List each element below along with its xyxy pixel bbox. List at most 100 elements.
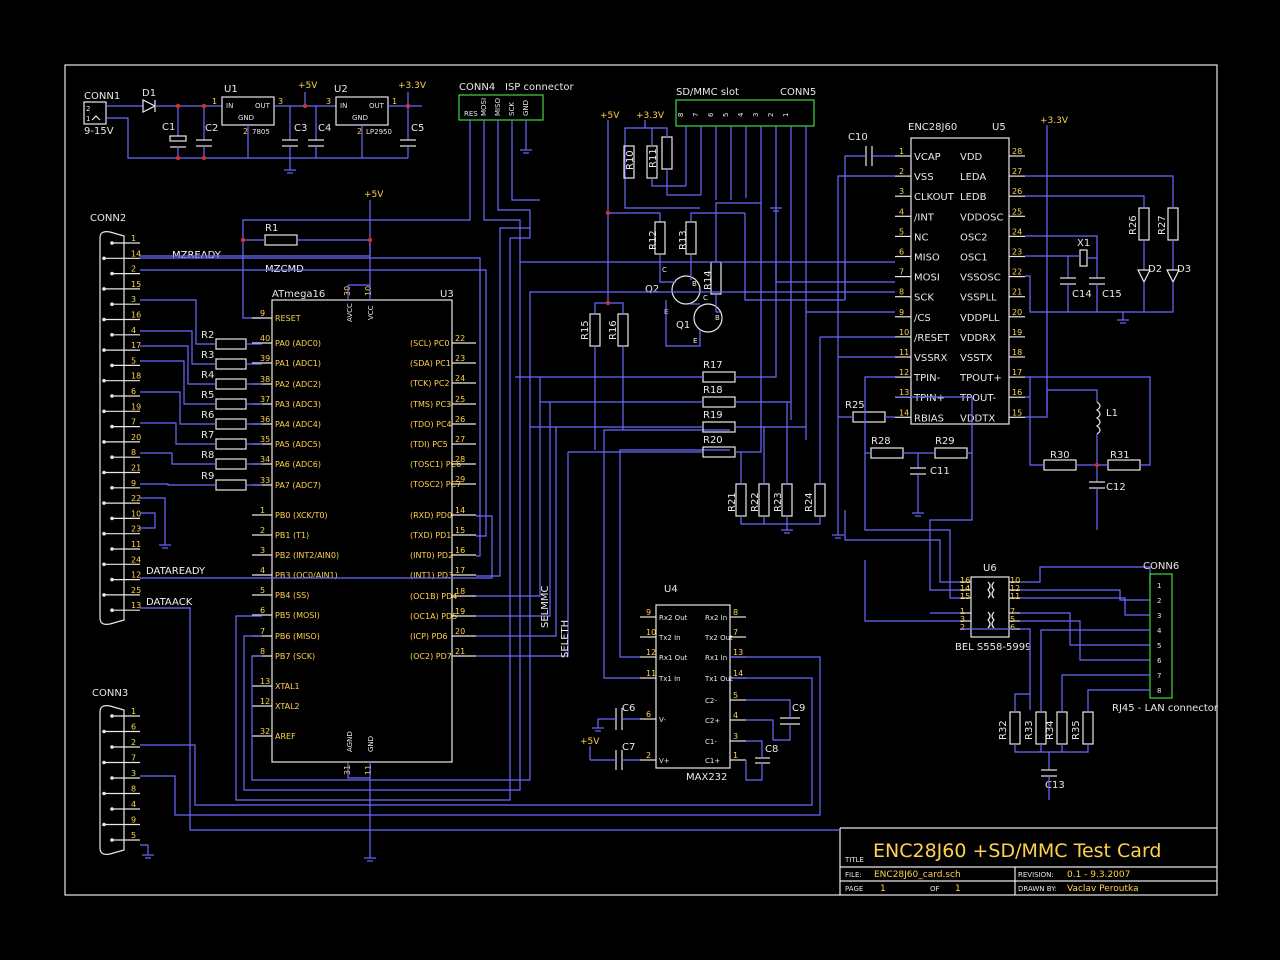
svg-text:R34: R34: [1045, 720, 1056, 740]
drawn-by-value: Vaclav Peroutka: [1067, 884, 1139, 894]
u4-pin-number: 9: [646, 608, 651, 617]
u5-pin-number: 22: [1012, 268, 1022, 277]
u6-pin-number: 16: [960, 576, 970, 585]
conn1-label: CONN1: [84, 91, 120, 102]
u4-pin-label: Rx2 Out: [659, 614, 688, 622]
conn1-voltage: 9-15V: [84, 126, 114, 137]
svg-text:SD/MMC slot: SD/MMC slot: [676, 87, 739, 98]
svg-text:R19: R19: [703, 410, 723, 421]
svg-text:B: B: [715, 314, 720, 322]
u3-pin-label: (TXD) PD1: [410, 531, 451, 540]
ethernet-enc28j60: ENC28J60 U5 1VCAP2VSS3CLKOUT4/INT5NC6MIS…: [832, 116, 1191, 539]
svg-text:OUT: OUT: [369, 102, 385, 110]
conn2-pin-number: 5: [131, 356, 136, 365]
u6-pin-number: 2: [960, 623, 965, 632]
u5-pin-label: VSSPLL: [960, 293, 997, 304]
conn4-body: [458, 94, 544, 121]
conn6-pin-number: 2: [1157, 597, 1161, 605]
u3-pin-label: RESET: [275, 314, 301, 323]
u3-pin-label: PB6 (MISO): [275, 632, 320, 641]
svg-text:7805: 7805: [252, 128, 270, 136]
u5-pin-label: VDDPLL: [960, 313, 1000, 324]
svg-text:R26: R26: [1128, 215, 1139, 235]
svg-text:C12: C12: [1106, 482, 1126, 493]
conn3-pin-number: 8: [131, 785, 136, 794]
svg-text:C8: C8: [765, 744, 778, 755]
u4-pin-label: V-: [659, 716, 666, 724]
u3-pin-label: XTAL1: [275, 682, 300, 691]
u5-pin-label: TPOUT+: [959, 373, 1002, 384]
svg-text:CONN3: CONN3: [92, 688, 128, 699]
svg-text:R25: R25: [845, 400, 865, 411]
u5-pin-number: 8: [899, 288, 904, 297]
u3-pin-number: 21: [455, 647, 465, 656]
u5-pin-number: 13: [899, 388, 909, 397]
u5-pin-label: SCK: [914, 293, 934, 304]
revision-label: REVISION:: [1018, 871, 1054, 879]
conn5-pin-number: 7: [692, 113, 700, 117]
conn3-pin-number: 2: [131, 738, 136, 747]
conn2-pin-number: 3: [131, 295, 136, 304]
svg-text:CONN4: CONN4: [459, 82, 495, 93]
conn3-pin-number: 9: [131, 816, 136, 825]
page-total: 1: [955, 884, 961, 894]
revision-value: 0.1 - 9.3.2007: [1067, 870, 1130, 880]
svg-text:CONN5: CONN5: [780, 87, 816, 98]
u3-pin-number: 22: [455, 334, 465, 343]
svg-text:R27: R27: [1157, 215, 1168, 235]
u4-pin-label: Rx1 In: [705, 654, 727, 662]
svg-text:R35: R35: [1071, 720, 1082, 740]
svg-text:AGND: AGND: [346, 731, 354, 752]
svg-text:C: C: [703, 294, 708, 302]
svg-text:+5V: +5V: [580, 737, 600, 747]
of-label: OF: [930, 885, 940, 893]
svg-text:R13: R13: [678, 230, 689, 250]
diode-d1: [142, 99, 157, 113]
u4-pin-label: C2-: [705, 697, 717, 705]
u4-pin-number: 3: [733, 732, 738, 741]
svg-text:R15: R15: [580, 320, 591, 340]
u5-pin-number: 25: [1012, 207, 1022, 216]
svg-text:1: 1: [86, 115, 90, 123]
u3-pin-label: (OC1A) PD5: [410, 612, 457, 621]
svg-text:R12: R12: [648, 230, 659, 250]
net-seleth: SELETH: [560, 620, 571, 658]
conn6-pin-number: 5: [1157, 642, 1161, 650]
led-d2: [1137, 269, 1151, 284]
u3-pin-label: (TCK) PC2: [410, 379, 450, 388]
svg-text:R24: R24: [804, 492, 815, 512]
svg-text:AVCC: AVCC: [346, 303, 354, 322]
u3-pin-number: 5: [260, 586, 265, 595]
conn5-body: [675, 99, 815, 127]
conn2-pin-number: 7: [131, 418, 136, 427]
conn2-pin-number: 2: [131, 265, 136, 274]
svg-text:RES: RES: [464, 110, 478, 118]
u5-pin-label: VSS: [914, 172, 934, 183]
svg-text:GND: GND: [238, 114, 254, 122]
svg-text:IN: IN: [340, 102, 347, 110]
u5-pin-label: TPOUT-: [959, 393, 997, 404]
net-dataready: DATAREADY: [146, 566, 206, 577]
u5-pin-label: LEDA: [960, 172, 986, 183]
u4-pin-number: 7: [733, 628, 738, 637]
u4-pin-label: Tx2 Out: [704, 634, 733, 642]
svg-text:GND: GND: [352, 114, 368, 122]
u4-pin-label: C2+: [705, 717, 720, 725]
conn3-pin-number: 6: [131, 723, 136, 732]
u4-pin-number: 11: [646, 669, 656, 678]
u3-pin-number: 39: [260, 354, 270, 363]
conn5-pin-number: 4: [737, 112, 745, 117]
u5-pin-label: MISO: [914, 253, 940, 264]
u3-pin-number: 16: [455, 546, 465, 555]
svg-text:U4: U4: [664, 584, 678, 595]
conn2-pin-number: 1: [131, 234, 136, 243]
u3-pin-label: (OC1B) PD4: [410, 592, 457, 601]
conn2-pin-number: 12: [131, 571, 141, 580]
u4-pin-label: Rx2 In: [705, 614, 727, 622]
svg-text:1: 1: [392, 97, 397, 106]
resistor-r1: R1: [240, 223, 373, 246]
conn2-pin-number: 13: [131, 601, 141, 610]
level-shift-network: +5V +3.3V R10 R11 R12 R13 R14 Q2 Q1 C E …: [580, 111, 845, 450]
u5-pin-label: VCAP: [914, 152, 941, 163]
